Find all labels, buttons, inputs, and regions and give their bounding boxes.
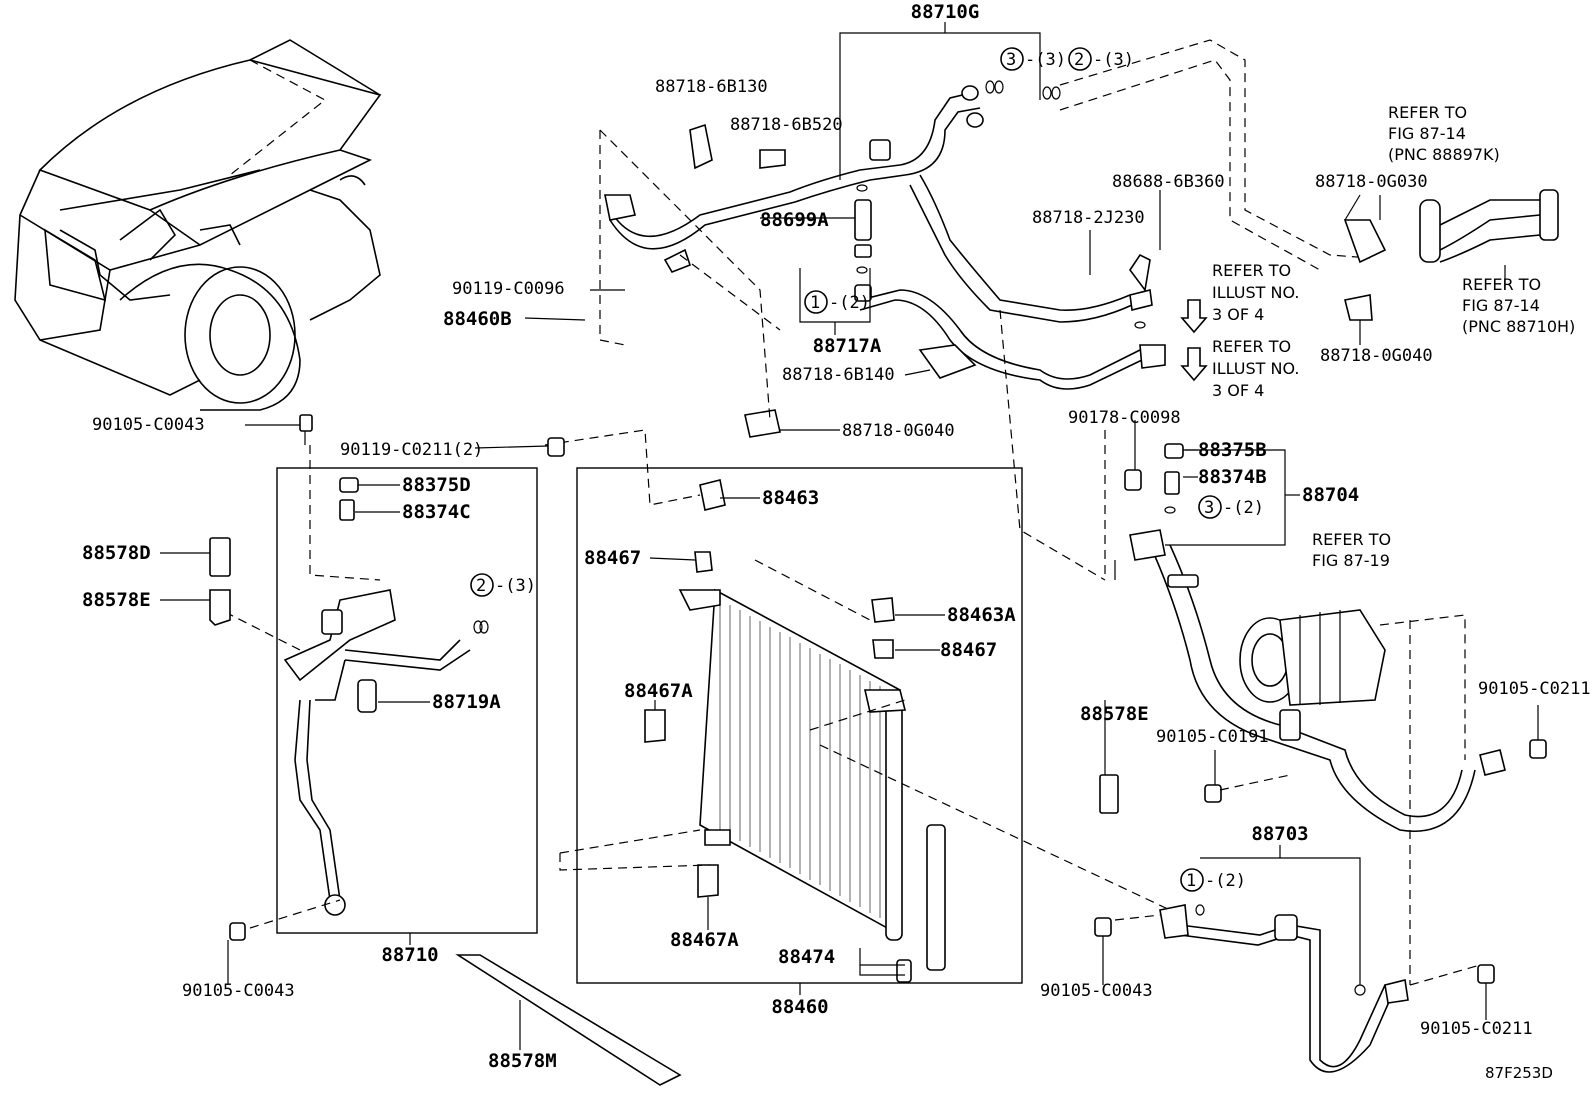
label-88467A: 88467A [624, 680, 693, 702]
svg-text:3: 3 [1006, 50, 1016, 70]
svg-text:FIG 87-19: FIG 87-19 [1312, 551, 1390, 570]
label-88467-right: 88467 [940, 639, 997, 661]
svg-text:REFER TO: REFER TO [1312, 530, 1391, 549]
label-90178-C0098: 90178-C0098 [1068, 408, 1181, 428]
label-88718-6B520: 88718-6B520 [730, 115, 843, 135]
label-90105-C0043-left: 90105-C0043 [182, 981, 295, 1001]
callout-circle: 2 -(3) [1068, 47, 1134, 71]
callout-circle: 1 -(2) [804, 290, 870, 314]
svg-text:2: 2 [1074, 50, 1084, 70]
svg-text:3 OF 4: 3 OF 4 [1212, 305, 1264, 324]
svg-text:2: 2 [476, 576, 486, 596]
label-88460: 88460 [771, 996, 828, 1018]
condenser-box [455, 429, 1171, 1086]
svg-text:FIG 87-14: FIG 87-14 [1462, 296, 1540, 315]
label-90105-C0191: 90105-C0191 [1156, 727, 1269, 747]
label-88374B: 88374B [1198, 466, 1267, 488]
callout-circle: 3 -(2) [1198, 495, 1264, 519]
liquid-tube-assembly [599, 22, 1559, 581]
svg-text:(PNC 88897K): (PNC 88897K) [1388, 145, 1500, 164]
figure-id: 87F253D [1485, 1064, 1553, 1082]
label-88578E-right: 88578E [1080, 703, 1149, 725]
label-90105-C0043-right: 90105-C0043 [1040, 981, 1153, 1001]
svg-text:1: 1 [810, 293, 820, 313]
label-88718-6B130: 88718-6B130 [655, 77, 768, 97]
svg-text:REFER TO: REFER TO [1212, 261, 1291, 280]
label-88719A: 88719A [432, 691, 501, 713]
svg-text:FIG 87-14: FIG 87-14 [1388, 124, 1466, 143]
label-90105-C0043: 90105-C0043 [92, 415, 205, 435]
callout-circle: 1 -(2) [1180, 868, 1246, 892]
refer-note-fig-87-19[interactable]: REFER TO FIG 87-19 [1312, 530, 1391, 570]
label-90105-C0211-lower: 90105-C0211 [1420, 1019, 1533, 1039]
label-88710G: 88710G [911, 1, 980, 23]
label-88578D: 88578D [82, 542, 151, 564]
refer-note-illust-a[interactable]: REFER TO ILLUST NO. 3 OF 4 [1212, 261, 1299, 324]
label-88718-0G030: 88718-0G030 [1315, 172, 1428, 192]
label-88717A: 88717A [813, 335, 882, 357]
label-88374C: 88374C [402, 501, 471, 523]
label-88578E: 88578E [82, 589, 151, 611]
svg-text:ILLUST NO.: ILLUST NO. [1212, 359, 1299, 378]
svg-text:REFER TO: REFER TO [1462, 275, 1541, 294]
label-88578M: 88578M [488, 1050, 557, 1072]
svg-text:-(3): -(3) [495, 576, 536, 596]
svg-text:-(2): -(2) [1223, 498, 1264, 518]
label-88467A-bottom: 88467A [670, 929, 739, 951]
arrow-down-icon [1180, 347, 1208, 382]
condenser-tube-box [209, 414, 538, 985]
condenser-core-hatch [719, 600, 891, 924]
leader-lines [160, 190, 1361, 930]
label-88718-0G040-right: 88718-0G040 [1320, 346, 1433, 366]
svg-text:REFER TO: REFER TO [1212, 337, 1291, 356]
label-88703: 88703 [1251, 823, 1308, 845]
svg-text:3: 3 [1204, 498, 1214, 518]
label-88688-6B360: 88688-6B360 [1112, 172, 1225, 192]
label-88718-0G040: 88718-0G040 [842, 421, 955, 441]
callout-circle: 3 -(3) [1000, 47, 1066, 71]
svg-text:-(2): -(2) [829, 293, 870, 313]
label-88460B: 88460B [443, 308, 512, 330]
refer-note-illust-b[interactable]: REFER TO ILLUST NO. 3 OF 4 [1212, 337, 1299, 400]
label-88467: 88467 [584, 547, 641, 569]
label-88463: 88463 [762, 487, 819, 509]
callout-circle: 2 -(3) [470, 573, 536, 597]
label-88375B: 88375B [1198, 439, 1267, 461]
svg-text:-(3): -(3) [1025, 50, 1066, 70]
label-88704: 88704 [1302, 484, 1359, 506]
svg-text:-(3): -(3) [1093, 50, 1134, 70]
svg-text:ILLUST NO.: ILLUST NO. [1212, 283, 1299, 302]
vehicle-illustration [14, 39, 382, 411]
svg-text:3 OF 4: 3 OF 4 [1212, 381, 1264, 400]
svg-text:1: 1 [1186, 871, 1196, 891]
svg-text:REFER TO: REFER TO [1388, 103, 1467, 122]
label-88718-6B140: 88718-6B140 [782, 365, 895, 385]
compressor-hose-group [1094, 443, 1547, 1073]
svg-text:(PNC 88710H): (PNC 88710H) [1462, 317, 1575, 336]
label-88474: 88474 [778, 946, 835, 968]
label-90119-C0096: 90119-C0096 [452, 279, 565, 299]
refer-note-fig-87-14-k[interactable]: REFER TO FIG 87-14 (PNC 88897K) [1388, 103, 1500, 164]
label-90119-C0211-2: 90119-C0211(2) [340, 440, 483, 460]
label-88375D: 88375D [402, 474, 471, 496]
label-88710: 88710 [381, 944, 438, 966]
svg-text:-(2): -(2) [1205, 871, 1246, 891]
label-88463A: 88463A [947, 604, 1016, 626]
label-88718-2J230: 88718-2J230 [1032, 208, 1145, 228]
label-90105-C0211-upper: 90105-C0211 [1478, 679, 1591, 699]
arrow-down-icon [1180, 299, 1208, 334]
label-88699A: 88699A [760, 209, 829, 231]
refer-note-fig-87-14-h[interactable]: REFER TO FIG 87-14 (PNC 88710H) [1462, 275, 1575, 336]
